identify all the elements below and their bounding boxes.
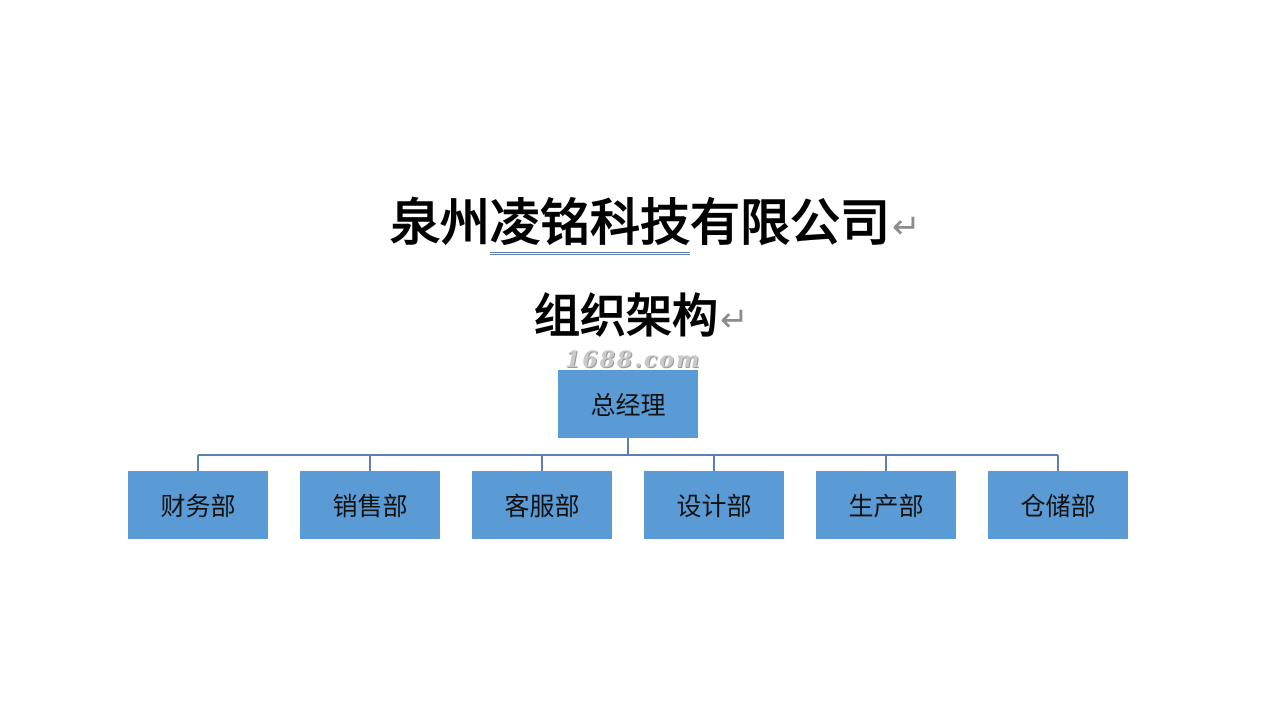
chart-subtitle: 组织架构↵ (534, 287, 749, 349)
node-sales-dept: 销售部 (300, 471, 440, 539)
node-design-dept: 设计部 (644, 471, 784, 539)
watermark: 1688.com (565, 347, 702, 373)
company-title-underlined: 凌铭科技 (490, 194, 690, 255)
node-finance-dept: 财务部 (128, 471, 268, 539)
company-title-suffix: 有限公司 (690, 194, 890, 252)
node-general-manager: 总经理 (558, 370, 698, 438)
paragraph-mark-icon: ↵ (720, 299, 749, 340)
node-production-dept: 生产部 (816, 471, 956, 539)
paragraph-mark-icon: ↵ (892, 206, 921, 247)
node-warehouse-dept: 仓储部 (988, 471, 1128, 539)
node-customer-service-dept: 客服部 (472, 471, 612, 539)
company-title: 泉州凌铭科技有限公司↵ (390, 193, 921, 257)
company-title-prefix: 泉州 (390, 194, 490, 252)
chart-subtitle-text: 组织架构 (534, 289, 718, 343)
